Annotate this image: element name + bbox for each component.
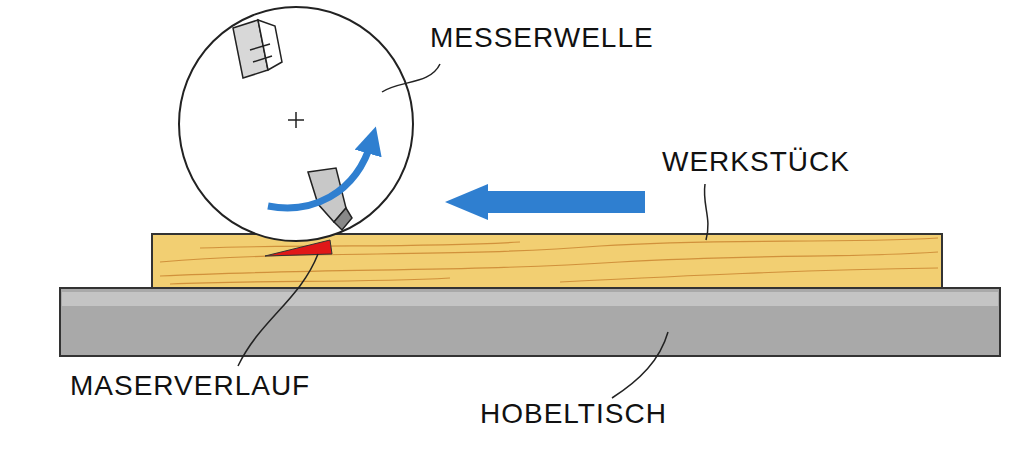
planer-table — [60, 288, 1000, 356]
feed-arrow-shaft — [485, 191, 645, 213]
wood-grain — [160, 238, 938, 284]
part-label: MESSERWELLE — [430, 24, 654, 52]
part-label: WERKSTÜCK — [662, 148, 850, 176]
part-label: HOBELTISCH — [480, 400, 667, 428]
rotation-arrow — [268, 140, 372, 208]
table-highlight — [62, 292, 998, 306]
workpiece — [152, 234, 942, 288]
knife-top — [233, 20, 282, 78]
grain-tearout — [265, 240, 332, 256]
leader-lines — [238, 64, 708, 398]
part-label: MASERVERLAUF — [70, 372, 310, 400]
feed-arrow-head — [445, 184, 488, 220]
cutter-head — [179, 7, 413, 241]
center-cross — [288, 112, 304, 128]
